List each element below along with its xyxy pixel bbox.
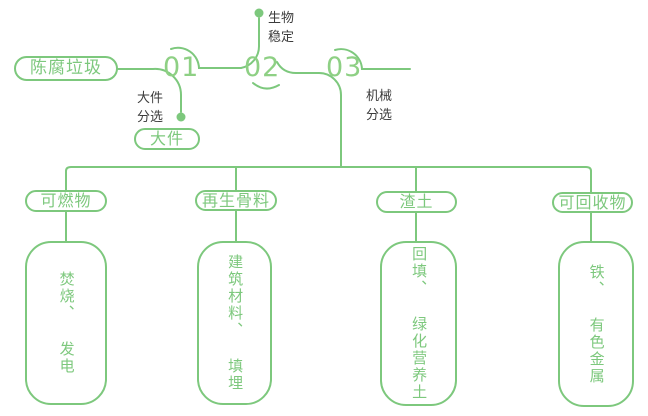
category-pill-recyclable: 可回收物 — [552, 192, 633, 213]
line-03-tail — [334, 48, 411, 70]
result-segment: 填埋 — [226, 357, 245, 392]
result-segment: 建筑材料、 — [226, 254, 245, 340]
line-03-down-feed — [318, 72, 342, 168]
category-pill-slag: 渣土 — [376, 191, 457, 213]
bulky-output-label: 大件 — [149, 129, 184, 148]
result-text: 铁、 有色金属 — [587, 263, 606, 385]
label-bio-stabilization: 生物稳定 — [268, 11, 295, 45]
line-source-to-01 — [117, 67, 183, 113]
step-number-01: 01 — [163, 52, 200, 83]
step-number-02: 02 — [244, 52, 281, 83]
line-01-to-02 — [170, 46, 242, 69]
bulky-output-pill: 大件 — [134, 128, 200, 150]
result-segment: 绿化营养土 — [410, 315, 429, 401]
connector-dot-bio — [254, 8, 264, 18]
result-segment: 有色金属 — [587, 316, 606, 385]
result-segment: 焚烧、 — [57, 271, 76, 323]
line-02-up-stub — [240, 17, 261, 69]
source-pill: 陈腐垃圾 — [14, 56, 118, 81]
result-segment: 发电 — [57, 340, 76, 375]
result-segment: 铁、 — [587, 263, 606, 298]
result-text: 建筑材料、 填埋 — [226, 254, 245, 392]
result-box-slag: 回填、 绿化营养土 — [380, 241, 457, 406]
distributor-line — [65, 166, 592, 193]
category-label: 再生骨料 — [201, 190, 270, 210]
result-box-recyclable: 铁、 有色金属 — [558, 241, 634, 407]
result-text: 焚烧、 发电 — [57, 271, 76, 375]
result-box-combustible: 焚烧、 发电 — [25, 241, 107, 405]
result-box-recycled-aggregate: 建筑材料、 填埋 — [197, 241, 272, 405]
arc-under-02 — [252, 82, 280, 90]
line-02-to-03 — [276, 61, 320, 74]
connector-dot-bulky — [176, 112, 186, 122]
category-label: 渣土 — [399, 192, 434, 211]
category-pill-recycled-aggregate: 再生骨料 — [195, 190, 277, 211]
source-label: 陈腐垃圾 — [30, 58, 102, 78]
result-segment: 回填、 — [410, 246, 429, 298]
category-label: 可燃物 — [40, 191, 92, 210]
label-bulky-sorting: 大件分选 — [137, 91, 164, 125]
step-number-03: 03 — [326, 52, 363, 83]
result-text: 回填、 绿化营养土 — [410, 246, 429, 401]
category-label: 可回收物 — [558, 192, 627, 212]
category-pill-combustible: 可燃物 — [25, 190, 107, 212]
label-mechanical-sorting: 机械分选 — [366, 89, 393, 123]
